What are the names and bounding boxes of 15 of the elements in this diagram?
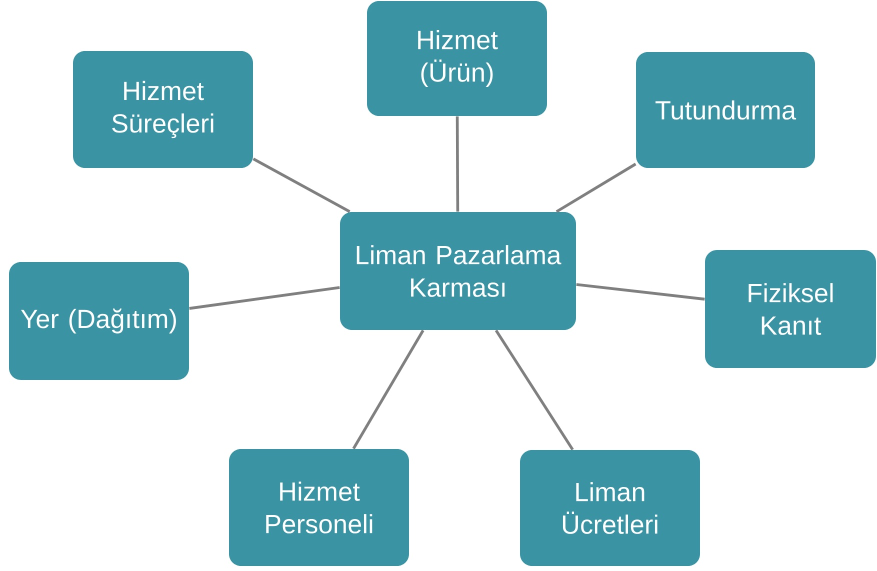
connector-line (494, 330, 574, 450)
connector-line (556, 162, 636, 213)
rounded-box: Yer (Dağıtım) (9, 262, 189, 380)
connector-line (576, 283, 705, 301)
connector-line (352, 330, 424, 450)
connector-line (252, 158, 350, 213)
rounded-box: Liman Pazarlama Karması (340, 212, 576, 330)
rounded-box: Tutundurma (636, 52, 815, 168)
rounded-box: Liman Ücretleri (520, 450, 700, 566)
rounded-box: Fiziksel Kanıt (705, 250, 876, 368)
rounded-box: Hizmet Personeli (229, 449, 409, 566)
rounded-box: Hizmet Süreçleri (73, 51, 253, 168)
connector-line (189, 286, 340, 310)
rounded-box: Hizmet (Ürün) (367, 1, 547, 116)
connector-line (456, 116, 460, 212)
